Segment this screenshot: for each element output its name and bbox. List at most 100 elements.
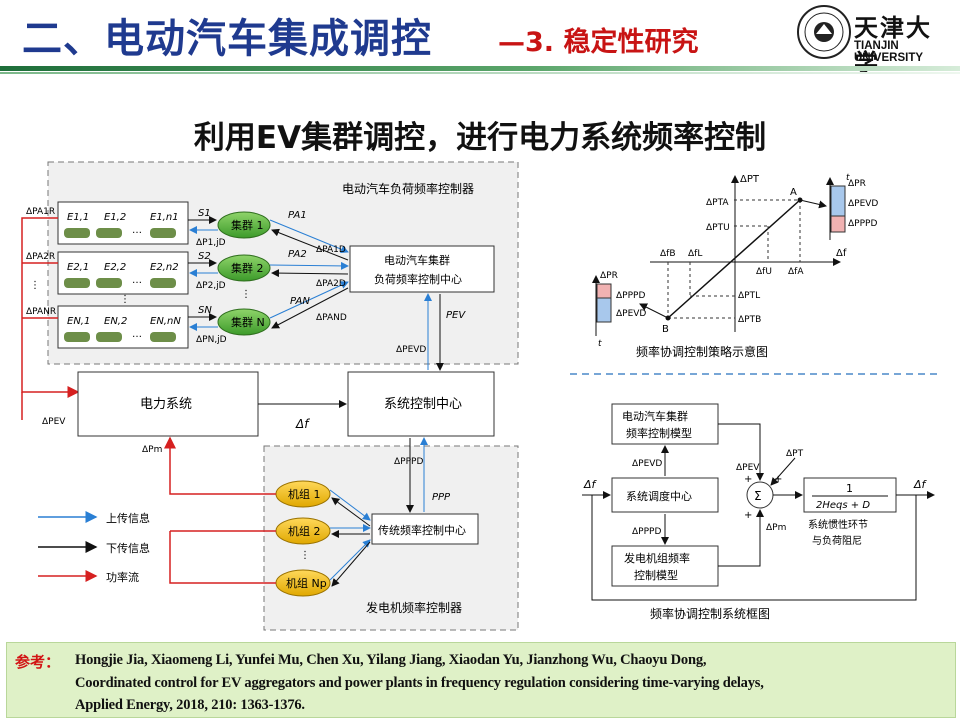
axis-label: t: [846, 173, 850, 183]
axis-label: ΔPPPD: [848, 219, 877, 229]
ev-cell: E1,n1: [150, 212, 179, 223]
cluster-label: 集群 N: [231, 315, 265, 329]
signal-label: S2: [198, 251, 211, 262]
signal-label: SN: [198, 305, 212, 316]
svg-text:⋮: ⋮: [120, 294, 130, 305]
signal-label: Δf: [583, 478, 598, 491]
legend-power: 功率流: [106, 570, 139, 584]
signal-label: ΔPN,jD: [196, 335, 227, 345]
slide-title: 二、电动汽车集成调控: [22, 16, 432, 62]
ev-share-bar: [830, 185, 846, 217]
university-name-cn: 天津大学: [854, 13, 932, 77]
ev-row-2: E2,1 E2,2 E2,n2 …: [57, 251, 189, 295]
block-label: 发电机组频率: [624, 551, 690, 565]
dispatch-center-block: [611, 477, 719, 513]
axis-label: ΔfA: [788, 267, 804, 277]
signal-label: S1: [198, 208, 211, 219]
header-rule-thin: [0, 72, 960, 74]
signal-label: ΔPANR: [26, 307, 56, 317]
axis-label: ΔPEVD: [616, 309, 646, 319]
ev-controller-title: 电动汽车负荷频率控制器: [342, 181, 474, 196]
signal-label: ΔPm: [766, 523, 786, 533]
ev-cell: E2,2: [104, 262, 126, 273]
axis-label: ΔfL: [688, 249, 702, 259]
signal-label: ΔPEV: [736, 463, 760, 473]
university-name-en: TIANJIN UNIVERSITY: [854, 40, 924, 64]
car-icon: [96, 332, 122, 342]
signal-label: ΔPm: [142, 445, 162, 455]
ev-cell: E1,1: [67, 212, 89, 223]
axis-label: ΔfU: [756, 267, 772, 277]
block-label: 电动汽车集群: [622, 409, 688, 423]
coordination-strategy-plot: ΔPT Δf A B ΔPTA ΔPTU ΔPTL ΔPTB ΔfB ΔfL Δ…: [592, 173, 878, 349]
reference-line: Hongjie Jia, Xiaomeng Li, Yunfei Mu, Che…: [75, 652, 707, 668]
point-label: A: [790, 187, 797, 198]
axis-label: ΔPTA: [706, 198, 729, 208]
ev-center-label: 电动汽车集群: [384, 253, 450, 267]
signal-label: ΔPPPD: [632, 527, 661, 537]
ev-cell: EN,2: [104, 316, 127, 327]
ev-aggregator-center: [349, 245, 495, 293]
car-icon: [64, 278, 90, 288]
reference-line: Coordinated control for EV aggregators a…: [75, 674, 764, 691]
axis-label: ΔPPPD: [616, 291, 645, 301]
legend-download: 下传信息: [106, 541, 150, 555]
axis-label: t: [598, 339, 602, 349]
axis-label: ΔPR: [600, 271, 618, 281]
car-icon: [64, 228, 90, 238]
signal-label: ΔPPPD: [394, 457, 423, 467]
block-label: 系统惯性环节: [808, 518, 868, 531]
transfer-function-block: [803, 477, 897, 513]
car-icon: [150, 228, 176, 238]
car-icon: [96, 278, 122, 288]
axis-label: ΔPTB: [738, 315, 761, 325]
reference-label: 参考：: [15, 653, 61, 671]
pp-share-bar: [830, 215, 846, 233]
header-rule: [0, 66, 960, 71]
signal-label: PPP: [432, 492, 451, 503]
gen-unit-label: 机组 Np: [286, 576, 327, 590]
cluster-label: 集群 1: [231, 218, 264, 232]
car-icon: [150, 278, 176, 288]
signal-label: PA2: [288, 249, 307, 260]
power-system-block: [77, 371, 259, 437]
signal-label: ΔPAND: [316, 313, 347, 323]
cluster-2: [217, 254, 271, 282]
svg-text:⋮: ⋮: [241, 289, 251, 300]
axis-label: ΔPEVD: [848, 199, 878, 209]
reference-box: 参考： Hongjie Jia, Xiaomeng Li, Yunfei Mu,…: [6, 642, 956, 718]
car-icon: [150, 332, 176, 342]
tf-denominator: 2Heqs + D: [816, 500, 870, 511]
ev-row-1: E1,1 E1,2 E1,n1 …: [57, 201, 189, 245]
block-label: 控制模型: [634, 568, 678, 582]
sign-label: +: [744, 510, 752, 521]
signal-label: Δf: [295, 417, 310, 431]
svg-text:…: …: [132, 225, 142, 236]
gen-controller-title: 发电机频率控制器: [366, 600, 462, 615]
slide-subtitle: —3. 稳定性研究: [498, 27, 699, 58]
reference-text: Hongjie Jia, Xiaomeng Li, Yunfei Mu, Che…: [75, 649, 764, 717]
cluster-n: [217, 308, 271, 336]
signal-label: ΔP1,jD: [196, 238, 226, 248]
system-center-label: 系统控制中心: [384, 397, 462, 412]
signal-label: ΔPT: [786, 449, 804, 459]
sum-symbol: Σ: [754, 489, 762, 503]
ev-center-label: 负荷频率控制中心: [374, 272, 462, 286]
strategy-caption: 频率协调控制策略示意图: [636, 344, 768, 359]
svg-text:…: …: [132, 275, 142, 286]
university-logo: 天津大学 TIANJIN UNIVERSITY: [796, 4, 956, 77]
svg-text:…: …: [132, 329, 142, 340]
slide-heading: 利用EV集群调控，进行电力系统频率控制: [193, 120, 767, 156]
signal-label: ΔPA1D: [316, 245, 346, 255]
legend-upload: 上传信息: [106, 511, 150, 525]
ev-cell: E2,n2: [150, 262, 179, 273]
gen-control-center-block: [371, 513, 479, 545]
signal-label: ΔPA2R: [26, 252, 55, 262]
signal-label: ΔPEVD: [632, 459, 662, 469]
car-icon: [96, 228, 122, 238]
axis-label: ΔPR: [848, 179, 866, 189]
axis-label: ΔfB: [660, 249, 676, 259]
ev-cell: EN,nN: [150, 316, 181, 327]
block-diagram-caption: 频率协调控制系统框图: [650, 606, 770, 621]
signal-label: ΔPEV: [42, 417, 66, 427]
